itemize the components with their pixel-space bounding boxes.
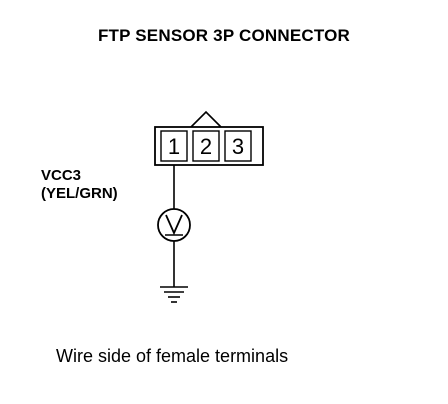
connector-body xyxy=(154,126,264,166)
connector-cavity-2 xyxy=(192,130,220,162)
ground-icon xyxy=(160,286,188,303)
wire-label: VCC3 (YEL/GRN) xyxy=(41,167,118,203)
connector-lock-tab xyxy=(190,110,222,128)
wire-color: (YEL/GRN) xyxy=(41,185,118,202)
connector-cavity-3 xyxy=(224,130,252,162)
wire-signal-name: VCC3 xyxy=(41,167,82,184)
pin-number-1: 1 xyxy=(168,134,180,159)
pin-number-2: 2 xyxy=(200,134,212,159)
voltmeter-icon xyxy=(157,208,191,242)
diagram-title: FTP SENSOR 3P CONNECTOR xyxy=(97,26,351,45)
voltmeter-symbol xyxy=(165,214,183,236)
diagram-caption: Wire side of female terminals xyxy=(56,346,289,366)
pin-number-3: 3 xyxy=(232,134,244,159)
connector-cavity-1 xyxy=(160,130,188,162)
